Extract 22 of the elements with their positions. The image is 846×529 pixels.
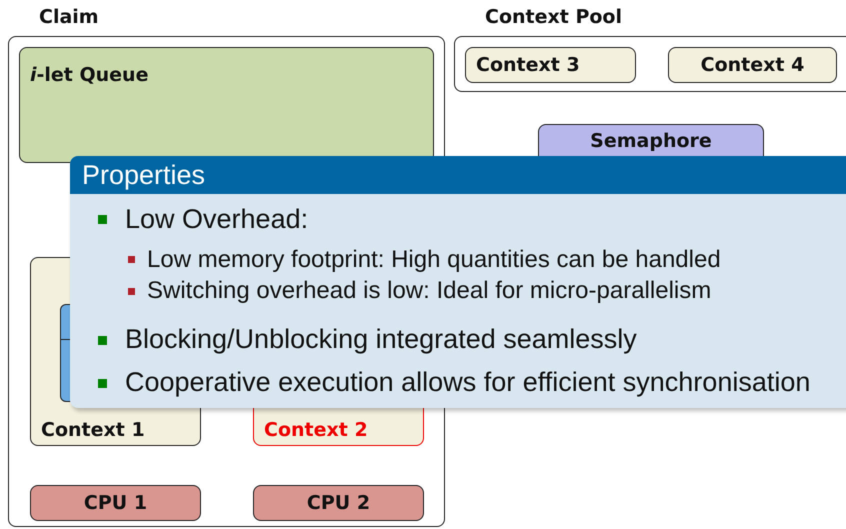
box-label: CPU 2 (306, 492, 370, 514)
bullet-text: Blocking/Unblocking integrated seamlessly (125, 325, 637, 356)
box-label: CPU 1 (84, 492, 148, 514)
box-label: Context 1 (41, 419, 145, 443)
box-label: Semaphore (590, 129, 712, 152)
bullet-text: Low memory footprint: High quantities can be handled (147, 246, 721, 274)
bullet-text: Low Overhead: (125, 205, 308, 235)
group-heading: Context Pool (485, 6, 622, 28)
context-box (465, 47, 636, 83)
properties-dialog (70, 156, 846, 408)
group-heading: Claim (39, 6, 99, 28)
box-label: i-let Queue (30, 63, 148, 86)
cpu-box (253, 485, 424, 521)
bullet-text: Cooperative execution allows for efficient synchronisation (125, 368, 810, 398)
context-box (668, 47, 837, 83)
bullet-text: Switching overhead is low: Ideal for micro-parallelism (147, 278, 712, 304)
queue-box (19, 47, 434, 163)
cpu-box (30, 485, 201, 521)
box-label: Context 4 (700, 54, 804, 76)
box-label: Context 2 (264, 419, 368, 443)
panel-title: Properties (82, 160, 206, 190)
box-label: Context 3 (476, 54, 580, 76)
